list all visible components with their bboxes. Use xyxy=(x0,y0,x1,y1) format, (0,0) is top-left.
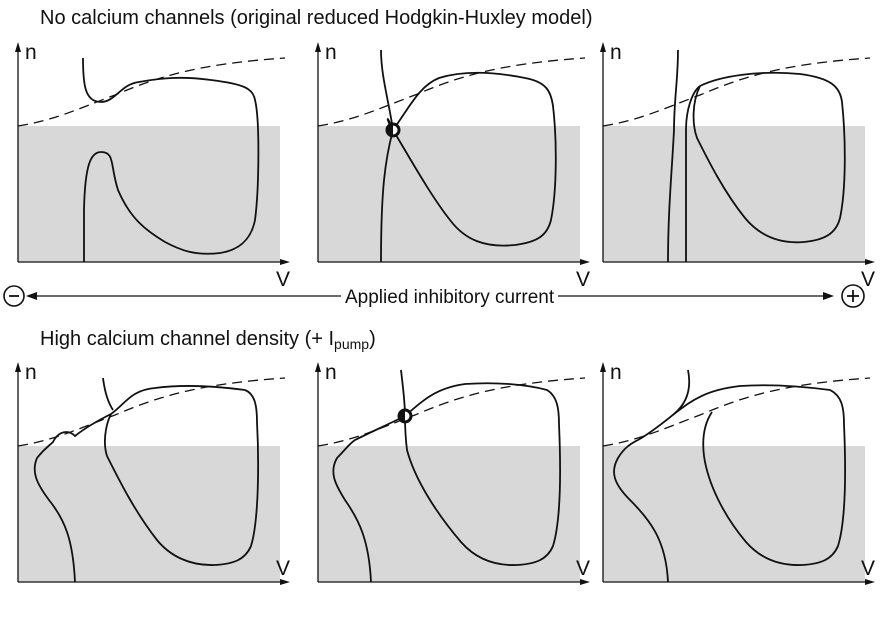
n-nullcline xyxy=(82,57,260,262)
dashed-nullcline xyxy=(317,57,586,127)
shaded-region xyxy=(318,126,580,262)
y-axis-label: n xyxy=(610,361,622,384)
x-arrowhead xyxy=(580,259,590,265)
x-arrowhead xyxy=(280,579,290,585)
current-arrowhead-left xyxy=(26,292,37,300)
x-axis-label: V xyxy=(275,557,290,580)
y-axis-label: n xyxy=(610,41,622,64)
circled-minus-icon xyxy=(3,285,25,307)
y-arrowhead xyxy=(600,42,606,52)
x-arrowhead xyxy=(280,259,290,265)
y-arrowhead xyxy=(315,362,321,372)
bottom-title-prefix: High calcium channel density (+ I xyxy=(40,328,335,350)
dashed-nullcline xyxy=(602,57,871,127)
top-row-title: No calcium channels (original reduced Ho… xyxy=(40,7,593,29)
bottom-title-subscript: pump xyxy=(334,336,370,352)
n-nullcline xyxy=(332,382,562,583)
circled-plus-icon xyxy=(841,284,865,308)
bottom-title-suffix: ) xyxy=(369,328,376,350)
dashed-nullcline xyxy=(602,377,871,447)
y-axis-label: n xyxy=(25,41,37,64)
x-arrowhead xyxy=(865,579,875,585)
x-arrowhead xyxy=(865,259,875,265)
fixed-point-half-fill xyxy=(387,124,393,136)
y-arrowhead xyxy=(315,42,321,52)
bottom-row-title: High calcium channel density (+ Ipump) xyxy=(40,328,376,352)
fixed-point-half-fill xyxy=(399,410,405,422)
shaded-region xyxy=(18,126,280,262)
x-axis-label: V xyxy=(275,268,290,291)
phase-plane-top-middle: n V xyxy=(315,40,600,300)
y-axis-label: n xyxy=(25,361,37,384)
n-nullcline xyxy=(386,71,557,247)
y-axis-label: n xyxy=(325,41,337,64)
y-arrowhead xyxy=(15,42,21,52)
n-nullcline xyxy=(613,384,847,583)
shaded-region xyxy=(318,446,580,582)
dashed-nullcline xyxy=(317,377,586,447)
phase-plane-bottom-left: n V xyxy=(15,360,300,620)
n-nullcline xyxy=(685,85,701,262)
v-nullcline xyxy=(667,49,679,263)
n-nullcline xyxy=(33,384,260,583)
y-axis-label: n xyxy=(325,361,337,384)
shaded-region xyxy=(603,446,865,582)
x-axis-label: V xyxy=(860,268,875,291)
v-nullcline xyxy=(102,377,114,411)
shaded-region xyxy=(603,126,865,262)
n-loop xyxy=(692,71,846,244)
applied-current-axis: Applied inhibitory current xyxy=(0,275,893,315)
x-arrowhead xyxy=(580,579,590,585)
x-axis-label: V xyxy=(575,268,590,291)
phase-plane-bottom-right: n V xyxy=(600,360,885,620)
dashed-nullcline xyxy=(17,57,286,127)
phase-plane-top-left: n V xyxy=(15,40,300,300)
y-arrowhead xyxy=(600,362,606,372)
applied-current-label: Applied inhibitory current xyxy=(341,287,559,309)
y-arrowhead xyxy=(15,362,21,372)
phase-plane-top-right: n V xyxy=(600,40,885,300)
shaded-region xyxy=(18,446,280,582)
phase-plane-bottom-middle: n V xyxy=(315,360,600,620)
x-axis-label: V xyxy=(575,557,590,580)
dashed-nullcline xyxy=(17,377,286,447)
x-axis-label: V xyxy=(860,557,875,580)
current-arrowhead-right xyxy=(823,292,834,300)
